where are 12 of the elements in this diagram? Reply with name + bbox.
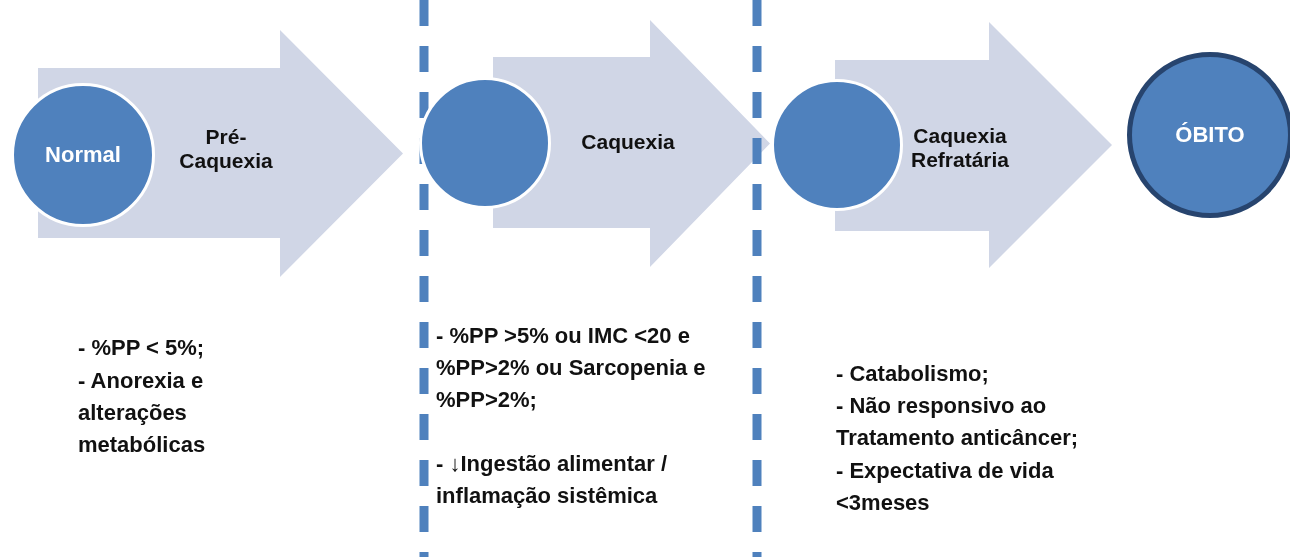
bullet-text: - %PP >5% ou IMC <20 e %PP>2% ou Sarcopenia e %PP>2%; xyxy=(436,322,707,414)
bullet-text: - %PP < 5%; xyxy=(78,334,206,362)
bullet-text: - Catabolismo; xyxy=(836,360,990,388)
stage-label: Caquexia xyxy=(580,130,676,154)
stage-label: ÓBITO xyxy=(1175,122,1245,148)
bullet-text: - Expectativa de vida <3meses xyxy=(836,457,1055,517)
bullet-text: - Anorexia e alterações metabólicas xyxy=(78,367,207,459)
bullet-text: - ↓Ingestão alimentar / inflamação sistêmica xyxy=(436,450,669,510)
bullet-text: - Não responsivo ao Tratamento anticâncer; xyxy=(836,392,1080,452)
stage-label: Normal xyxy=(45,142,121,168)
stage-label: Caquexia Refratária xyxy=(909,124,1011,172)
stage-label: Pré- Caquexia xyxy=(178,125,274,173)
